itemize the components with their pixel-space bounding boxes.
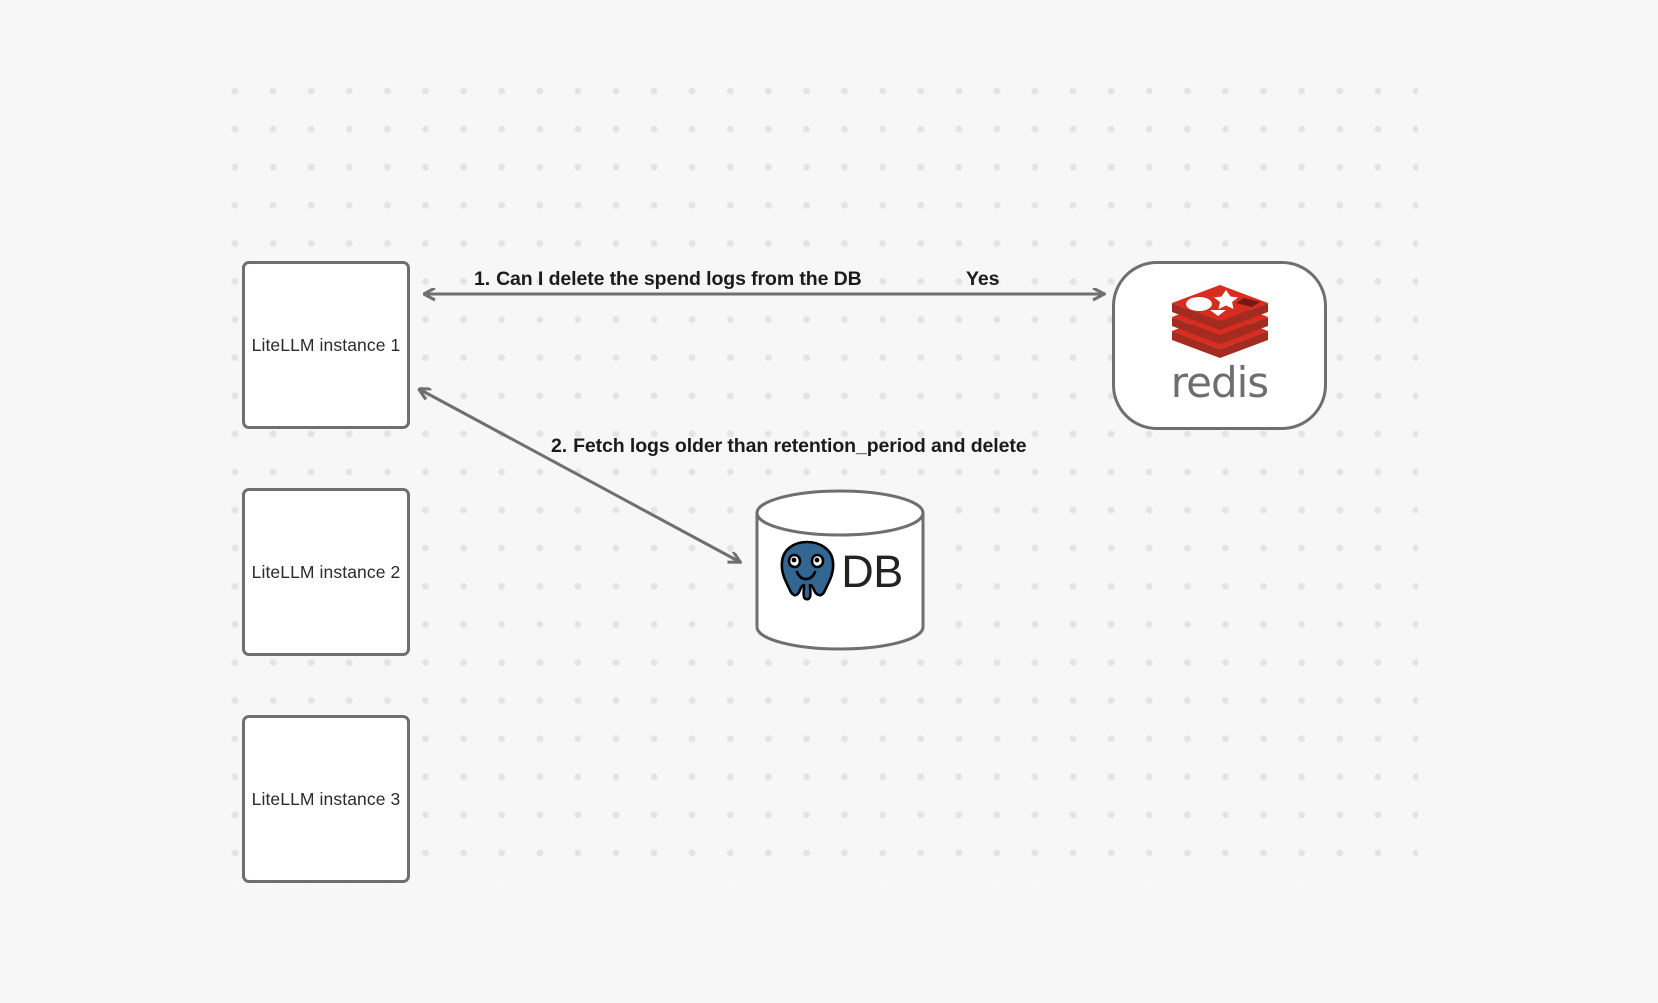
redis-logo-icon — [1166, 284, 1274, 360]
edge-label-2-number: 2. — [551, 435, 568, 457]
node-redis[interactable]: redis — [1112, 261, 1327, 430]
dot-grid-background — [210, 66, 1418, 888]
edge-label-1-number: 1. — [474, 268, 491, 290]
edge-litellm1-database — [419, 389, 740, 562]
edge-label-2-text: Fetch logs older than retention_period a… — [573, 435, 1027, 457]
node-label-litellm-3: LiteLLM instance 3 — [251, 788, 401, 809]
edge-label-1-text: Can I delete the spend logs from the DB — [496, 268, 862, 290]
node-label-litellm-1: LiteLLM instance 1 — [251, 334, 401, 355]
edge-label-2: 2.Fetch logs older than retention_period… — [551, 435, 1027, 458]
edge-label-1: 1.Can I delete the spend logs from the D… — [474, 268, 862, 291]
edge-label-1-reply: Yes — [966, 268, 999, 291]
node-litellm-instance-3[interactable]: LiteLLM instance 3 — [242, 715, 410, 883]
redis-wordmark-label: redis — [1170, 358, 1269, 407]
node-database[interactable]: DB — [754, 488, 926, 652]
edge-label-1-reply-text: Yes — [966, 268, 1000, 290]
node-litellm-instance-2[interactable]: LiteLLM instance 2 — [242, 488, 410, 656]
database-cylinder-icon — [755, 489, 925, 651]
node-label-litellm-2: LiteLLM instance 2 — [251, 561, 401, 582]
node-litellm-instance-1[interactable]: LiteLLM instance 1 — [242, 261, 410, 429]
